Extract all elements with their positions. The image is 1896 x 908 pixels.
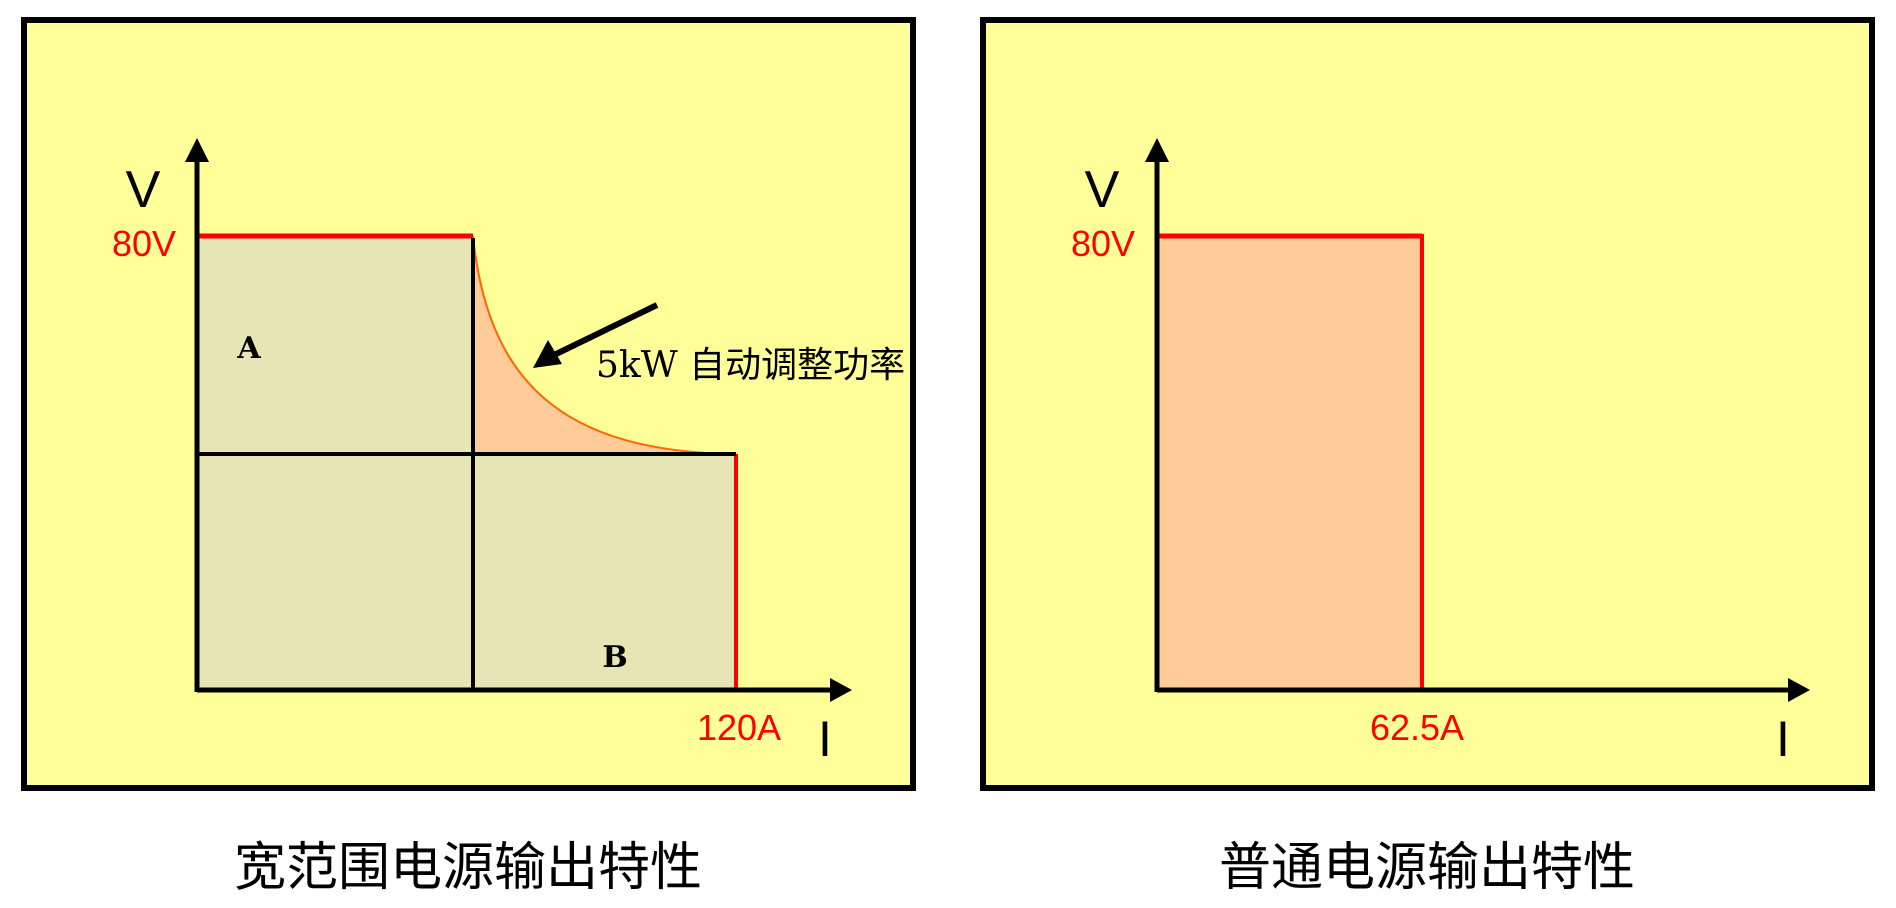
left-v-max-label: 80V: [112, 223, 176, 264]
annotation-arrow-line: [550, 302, 659, 359]
output-region-area: [1157, 236, 1422, 690]
right-caption: 普通电源输出特性: [1219, 838, 1635, 898]
left-panel: V 80V A B 120A I 5kW 自动调整功率: [21, 17, 916, 791]
left-x-axis-label: I: [818, 711, 832, 767]
right-y-axis-label: V: [1085, 161, 1120, 219]
region-b-label: B: [602, 640, 627, 675]
region-a-label: A: [236, 331, 261, 366]
right-v-max-label: 80V: [1071, 223, 1135, 264]
constant-power-curve: [472, 235, 737, 455]
x-axis-arrow-icon: [830, 678, 852, 702]
y-axis-arrow-icon: [185, 138, 209, 162]
left-i-max-label: 120A: [697, 707, 781, 748]
right-panel-frame: [980, 17, 1875, 791]
region-b-area: [473, 454, 736, 690]
left-caption: 宽范围电源输出特性: [234, 838, 702, 898]
right-y-axis-arrow-icon: [1145, 138, 1169, 162]
left-y-axis-label: V: [126, 161, 161, 219]
annotation-arrow-icon: [533, 340, 562, 368]
power-region-area: [473, 236, 736, 454]
right-i-max-label: 62.5A: [1370, 707, 1464, 748]
region-a-area: [197, 236, 473, 690]
right-panel: V 80V 62.5A I: [980, 17, 1875, 791]
power-annotation: 5kW 自动调整功率: [596, 345, 905, 386]
right-x-axis-label: I: [1776, 711, 1790, 767]
right-x-axis-arrow-icon: [1788, 678, 1810, 702]
